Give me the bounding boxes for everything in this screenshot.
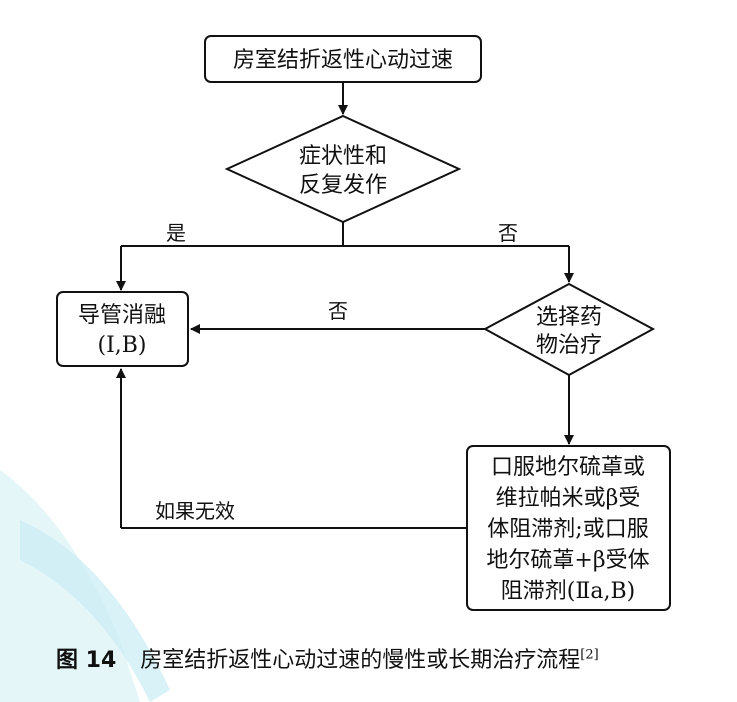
- oral-drug-label-5: 阻滞剂(Ⅱa,B): [501, 579, 635, 604]
- ablation-node-label-2: (Ⅰ,B): [97, 333, 146, 358]
- ablation-node-label-1: 导管消融: [78, 303, 166, 328]
- symptom-decision-diamond: [224, 114, 462, 224]
- edge-label-if-ineffective: 如果无效: [155, 499, 235, 523]
- ablation-node-box: [56, 291, 189, 367]
- oral-drug-label-3: 体阻滞剂;或口服: [487, 517, 648, 542]
- oral-drug-label-2: 维拉帕米或β受: [496, 486, 641, 511]
- drug-choice-label-2: 物治疗: [536, 333, 602, 358]
- oral-drug-label-4: 地尔硫䓬+β受体: [486, 548, 649, 573]
- figure-caption: 图 14 房室结折返性心动过速的慢性或长期治疗流程[2]: [56, 642, 706, 674]
- symptom-decision-label-2: 反复发作: [299, 173, 387, 198]
- drug-choice-label-1: 选择药: [536, 305, 602, 330]
- symptom-decision-label-1: 症状性和: [299, 144, 387, 169]
- oral-drug-label-1: 口服地尔硫䓬或: [491, 455, 645, 480]
- edge-label-no-2: 否: [328, 299, 348, 323]
- figure-number: 图 14: [56, 648, 117, 673]
- edge-label-yes: 是: [166, 221, 186, 245]
- figure-caption-reference: [2]: [580, 647, 599, 663]
- edge-label-no: 否: [498, 221, 518, 245]
- start-node-label: 房室结折返性心动过速: [233, 48, 453, 73]
- figure-caption-text: 房室结折返性心动过速的慢性或长期治疗流程: [140, 648, 581, 673]
